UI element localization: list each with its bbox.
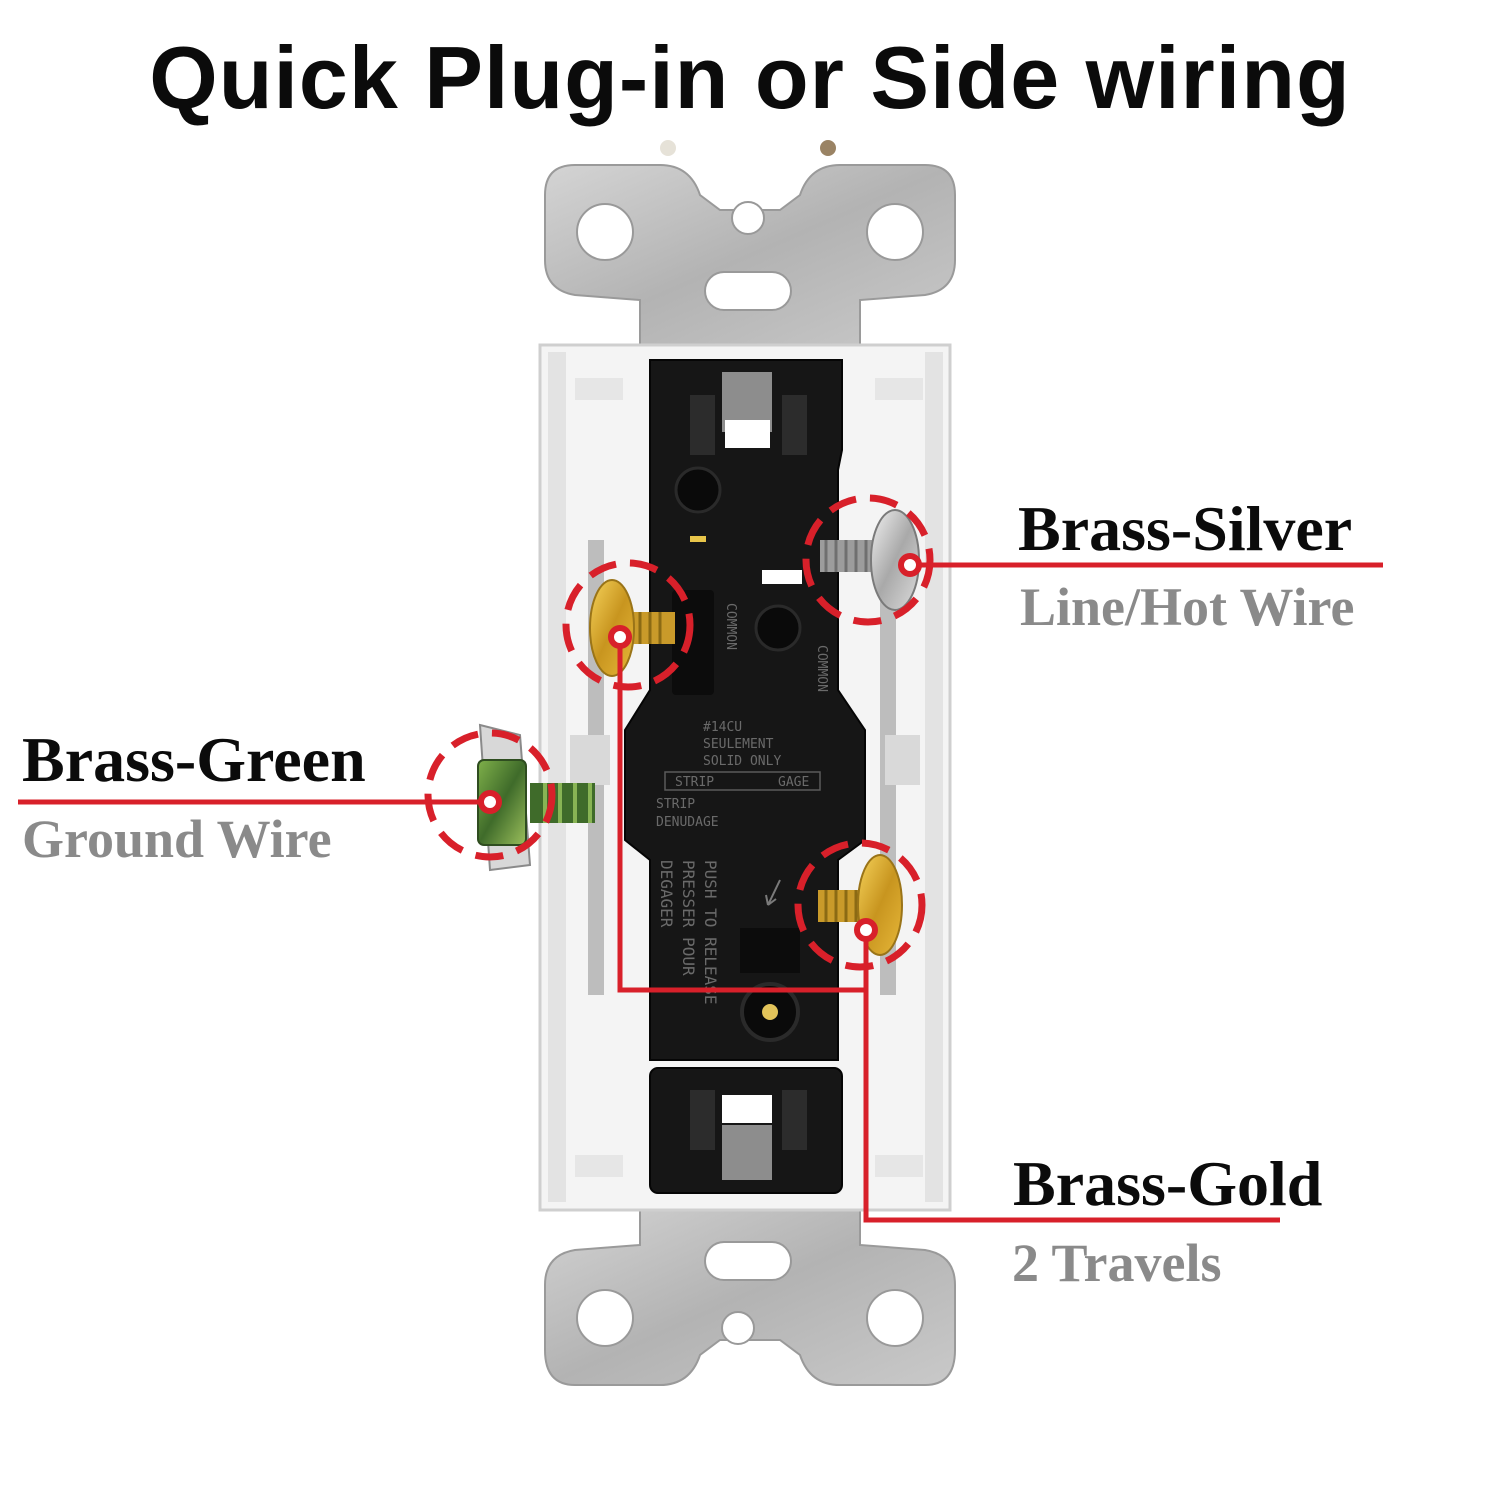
bottom-mounting-strap — [544, 1199, 956, 1386]
strap-hole-right — [866, 1289, 924, 1347]
strap-slot-top — [704, 271, 792, 311]
indicator-dot-left — [660, 140, 676, 156]
strip-text-2: STRIP — [656, 797, 695, 812]
switch-body — [624, 359, 866, 1194]
denudage-text: DENUDAGE — [656, 815, 719, 830]
top-mounting-strap — [544, 164, 956, 346]
strap-hole-center — [721, 1311, 755, 1345]
push-release-text: PUSH TO RELEASE — [701, 860, 720, 1005]
degager-text: DEGAGER — [657, 860, 676, 928]
wire-gauge-text: #14CU — [703, 720, 742, 735]
common-label-1: COMMON — [723, 603, 738, 650]
ground-wire-label: Ground Wire — [22, 809, 332, 869]
brass-green-label: Brass-Green — [22, 724, 366, 795]
push-in-hole-2 — [754, 604, 802, 652]
silver-screw-highlight — [802, 494, 934, 626]
line-hot-wire-label: Line/Hot Wire — [1020, 577, 1355, 637]
strip-gauge-text: STRIP — [675, 775, 714, 790]
green-ground-screw — [477, 723, 595, 872]
indicator-dot-right — [820, 140, 836, 156]
brass-silver-label: Brass-Silver — [1018, 493, 1353, 564]
strap-hole-left — [576, 203, 634, 261]
seulement-text: SEULEMENT — [703, 737, 774, 752]
common-label-2: COMMON — [814, 645, 829, 692]
green-screw-highlight — [424, 729, 556, 861]
strap-hole-right — [866, 203, 924, 261]
solid-only-text: SOLID ONLY — [703, 754, 781, 769]
gage-text: GAGE — [778, 775, 809, 790]
gold-screw-lower-highlight — [794, 839, 926, 971]
two-travels-label: 2 Travels — [1012, 1233, 1222, 1293]
leader-anchors — [478, 553, 922, 942]
brass-gold-label: Brass-Gold — [1013, 1148, 1323, 1219]
strap-slot-bottom — [704, 1241, 792, 1281]
silver-screw — [820, 509, 920, 611]
presser-pour-text: PRESSER POUR — [679, 860, 698, 976]
gold-screw-upper — [589, 579, 675, 677]
page-title: Quick Plug-in or Side wiring — [149, 28, 1351, 127]
device-embossed-text: COMMON COMMON #14CU SEULEMENT SOLID ONLY… — [656, 603, 829, 1005]
strap-hole-left — [576, 1289, 634, 1347]
gold-screw-upper-highlight — [562, 559, 694, 691]
callout-highlights — [424, 494, 934, 971]
push-in-hole-1 — [674, 466, 722, 514]
strap-hole-center — [731, 201, 765, 235]
